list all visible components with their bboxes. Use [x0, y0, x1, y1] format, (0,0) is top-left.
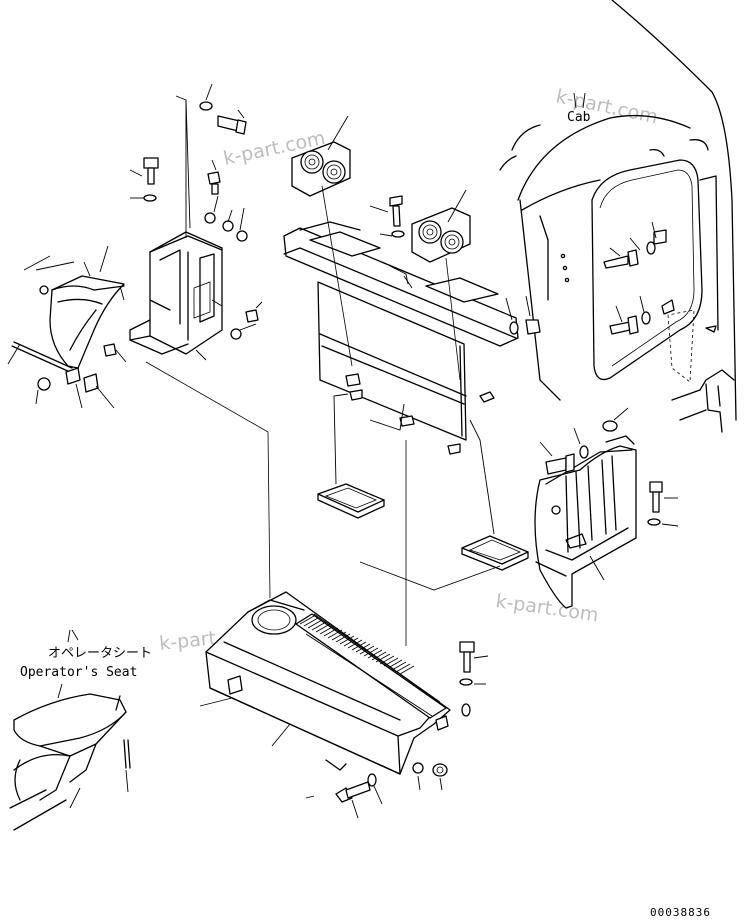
- speaker-left: [291, 115, 351, 197]
- operator-seat-label-jp: オペレータシート: [48, 646, 152, 661]
- speaker-right: [411, 189, 471, 263]
- drawing-number: 00038836: [650, 906, 711, 919]
- fender-rod-and-fasteners: [7, 341, 115, 409]
- center-panel-fasteners: [369, 195, 541, 335]
- cab-label: Cab: [567, 110, 591, 125]
- operator-seat-label-en: Operator's Seat: [20, 665, 137, 680]
- right-side-cover: [534, 435, 637, 609]
- cab-outline: [499, 0, 737, 433]
- cab-leader: [573, 92, 577, 109]
- floor-tray: [199, 591, 451, 775]
- right-cover-fasteners: [539, 407, 679, 527]
- grommet-right: [461, 419, 529, 571]
- bracket-fasteners: [103, 83, 263, 363]
- cab-bolt-lower: [609, 295, 675, 335]
- cab-bolt-upper: [603, 221, 667, 269]
- grommet-left: [317, 393, 385, 519]
- left-bracket: [129, 95, 223, 361]
- watermark-right: k-part.com: [494, 590, 600, 626]
- tray-fasteners: [305, 641, 489, 819]
- speaker-mount-panel: [283, 221, 519, 455]
- left-fender-cover: [23, 245, 125, 369]
- operator-seat: [9, 629, 131, 831]
